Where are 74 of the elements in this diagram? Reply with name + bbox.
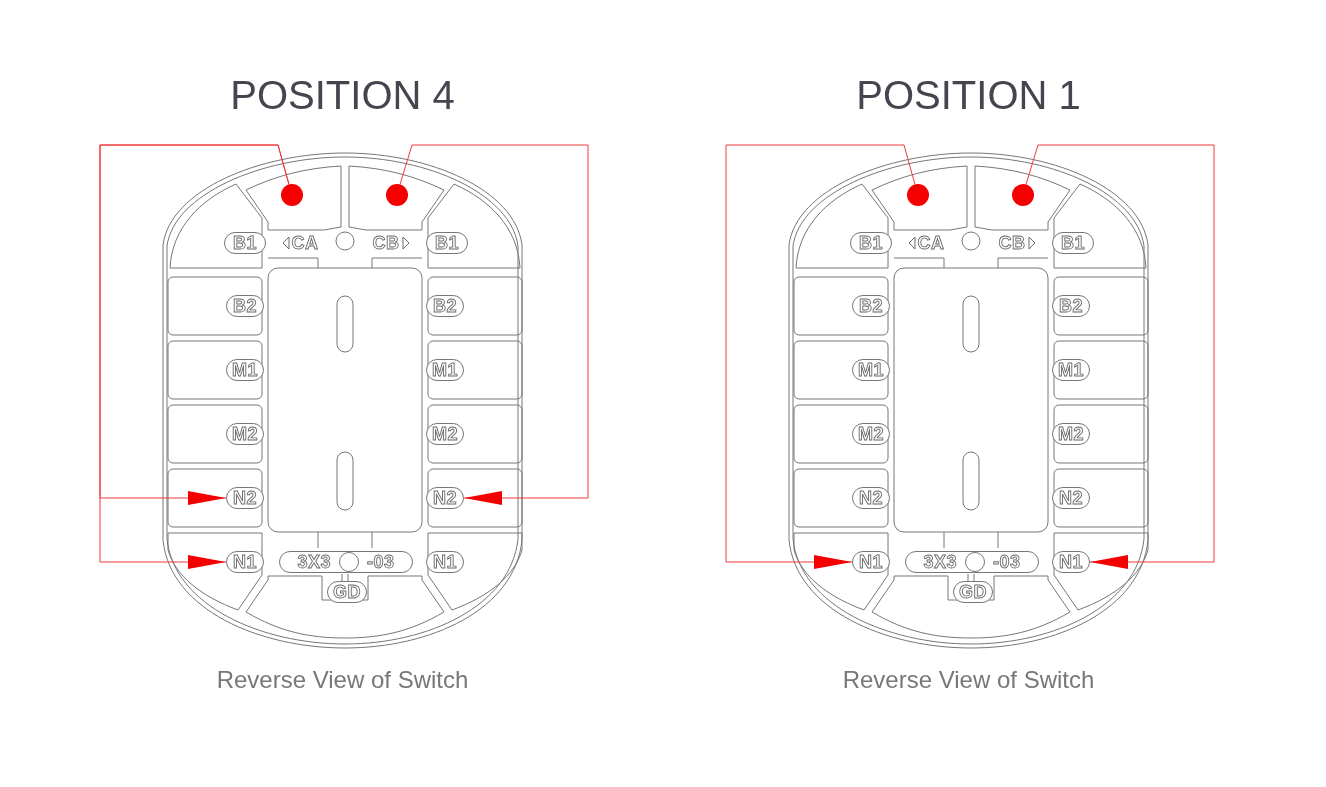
wire-arrow bbox=[399, 144, 589, 505]
wire-arrow bbox=[99, 144, 290, 569]
terminal-text: M2 bbox=[232, 423, 258, 445]
terminal-label bbox=[1052, 295, 1090, 317]
terminal-text: -03 bbox=[367, 551, 395, 573]
heading: POSITION 4 bbox=[229, 72, 456, 118]
terminal-label bbox=[953, 581, 993, 603]
terminal-text: M2 bbox=[1058, 423, 1084, 445]
terminal-text: M1 bbox=[432, 359, 458, 381]
terminal-label bbox=[426, 232, 468, 254]
terminal-text: 3X3 bbox=[297, 551, 331, 573]
terminal-label bbox=[224, 232, 266, 254]
heading: POSITION 1 bbox=[855, 72, 1082, 118]
terminal-label bbox=[1052, 232, 1094, 254]
wire-arrow bbox=[725, 144, 916, 569]
terminal-label bbox=[426, 295, 464, 317]
terminal-text: M1 bbox=[858, 359, 884, 381]
terminal-text: GD bbox=[333, 581, 361, 603]
terminal-text: M1 bbox=[1058, 359, 1084, 381]
terminal-label bbox=[226, 359, 264, 381]
terminal-label bbox=[226, 423, 264, 445]
terminal-text: N2 bbox=[233, 487, 257, 509]
terminal-label bbox=[1052, 423, 1090, 445]
terminal-label bbox=[852, 423, 890, 445]
terminal-text: GD bbox=[959, 581, 987, 603]
terminal-label bbox=[852, 295, 890, 317]
terminal-text: B1 bbox=[435, 232, 459, 254]
terminal-label bbox=[327, 581, 367, 603]
terminal-label bbox=[426, 551, 464, 573]
terminal-label bbox=[852, 359, 890, 381]
node-label: Reverse View of Switch bbox=[841, 666, 1096, 694]
terminal-text: B1 bbox=[233, 232, 257, 254]
terminal-label bbox=[426, 359, 464, 381]
terminal-text: -03 bbox=[993, 551, 1021, 573]
terminal-label bbox=[1052, 487, 1090, 509]
terminal-text: M1 bbox=[232, 359, 258, 381]
terminal-text: N1 bbox=[1059, 551, 1083, 573]
terminal-text: 3X3 bbox=[923, 551, 957, 573]
terminal-text: N2 bbox=[859, 487, 883, 509]
node-label: Reverse View of Switch bbox=[215, 666, 470, 694]
terminal-label bbox=[226, 295, 264, 317]
terminal-text: M2 bbox=[432, 423, 458, 445]
terminal-label bbox=[279, 551, 413, 573]
terminal-label bbox=[1052, 359, 1090, 381]
terminal-text: N1 bbox=[433, 551, 457, 573]
terminal-text: N2 bbox=[433, 487, 457, 509]
terminal-text: N1 bbox=[859, 551, 883, 573]
terminal-text: B1 bbox=[1061, 232, 1085, 254]
terminal-label bbox=[852, 551, 890, 573]
terminal-label bbox=[426, 487, 464, 509]
terminal-text: B1 bbox=[859, 232, 883, 254]
terminal-label bbox=[905, 551, 1039, 573]
contact-dot bbox=[281, 184, 303, 206]
wire-arrow bbox=[1025, 144, 1215, 569]
terminal-text: N2 bbox=[1059, 487, 1083, 509]
terminal-label bbox=[226, 551, 264, 573]
terminal-text: N1 bbox=[233, 551, 257, 573]
terminal-text: B2 bbox=[233, 295, 257, 317]
terminal-label bbox=[426, 423, 464, 445]
terminal-text: M2 bbox=[858, 423, 884, 445]
terminal-label bbox=[850, 232, 892, 254]
terminal-text: B2 bbox=[1059, 295, 1083, 317]
terminal-text: CA bbox=[291, 232, 319, 254]
terminal-text: CB bbox=[372, 232, 400, 254]
contact-dot bbox=[1012, 184, 1034, 206]
terminal-label bbox=[1052, 551, 1090, 573]
terminal-label bbox=[226, 487, 264, 509]
terminal-label bbox=[852, 487, 890, 509]
terminal-text: B2 bbox=[859, 295, 883, 317]
contact-dot bbox=[386, 184, 408, 206]
terminal-text: B2 bbox=[433, 295, 457, 317]
terminal-text: CA bbox=[917, 232, 945, 254]
contact-dot bbox=[907, 184, 929, 206]
terminal-text: CB bbox=[998, 232, 1026, 254]
